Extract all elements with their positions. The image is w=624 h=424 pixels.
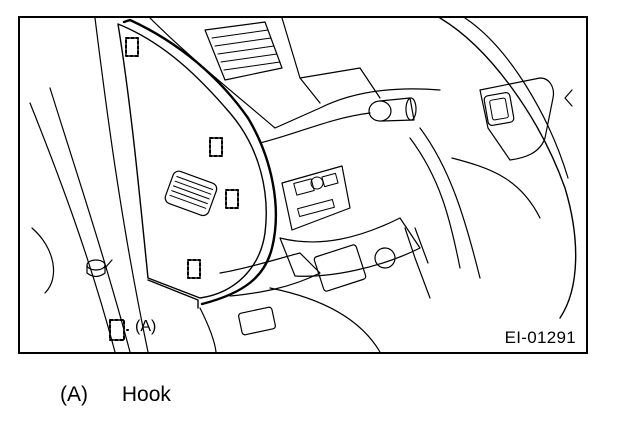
door-curve: [31, 227, 55, 294]
hook-marker: [187, 259, 201, 279]
vent-grille: [164, 170, 218, 217]
round-switch: [374, 247, 396, 269]
floor-line: [199, 307, 217, 352]
switch-panel: [281, 165, 351, 231]
trim-panel-edge: [122, 18, 278, 306]
pedal-box: [313, 244, 367, 292]
fastener-body: [86, 264, 106, 278]
wheel-edge-mark: [564, 89, 573, 107]
trim-bottom-edge: [147, 279, 199, 309]
legend-key: (A): [60, 383, 88, 406]
hook-marker-callout: [109, 319, 125, 341]
legend-text: Hook: [121, 383, 171, 406]
ignition-knob: [368, 97, 417, 122]
dash-lower-contour: [259, 112, 371, 144]
floor-plate: [238, 306, 276, 336]
hook-marker: [125, 37, 139, 57]
a-pillar-inner-line: [49, 87, 131, 352]
door-edge-line: [94, 18, 149, 352]
hook-markers: [109, 37, 239, 341]
dash-panel-line: [281, 18, 321, 104]
wheel-hub: [479, 77, 555, 161]
steering-column: [409, 127, 481, 279]
a-pillar-outline: [29, 102, 116, 352]
hook-callout-label: (A): [135, 318, 157, 335]
legend: (A) Hook: [60, 383, 171, 407]
side-trim-panel: [117, 23, 267, 299]
illustration-figure: (A) EI-01291: [18, 16, 588, 354]
hook-marker: [225, 189, 239, 209]
dash-top-contour: [149, 18, 441, 129]
dash-vent: [204, 21, 283, 81]
lower-dash-panel: [279, 217, 421, 277]
figure-id: EI-01291: [504, 328, 576, 347]
dash-fold: [299, 67, 381, 99]
knee-panel-left: [219, 252, 321, 297]
fastener-stem: [104, 259, 113, 269]
floor-line-2: [269, 287, 381, 352]
dashboard-line-drawing: [29, 18, 577, 352]
lower-bracket: [404, 227, 431, 299]
steering-wheel-inner: [464, 18, 569, 179]
legend-item: (A) Hook: [60, 383, 171, 407]
wheel-spoke: [451, 157, 541, 219]
steering-wheel-outer: [439, 18, 577, 319]
hook-marker: [209, 137, 223, 157]
